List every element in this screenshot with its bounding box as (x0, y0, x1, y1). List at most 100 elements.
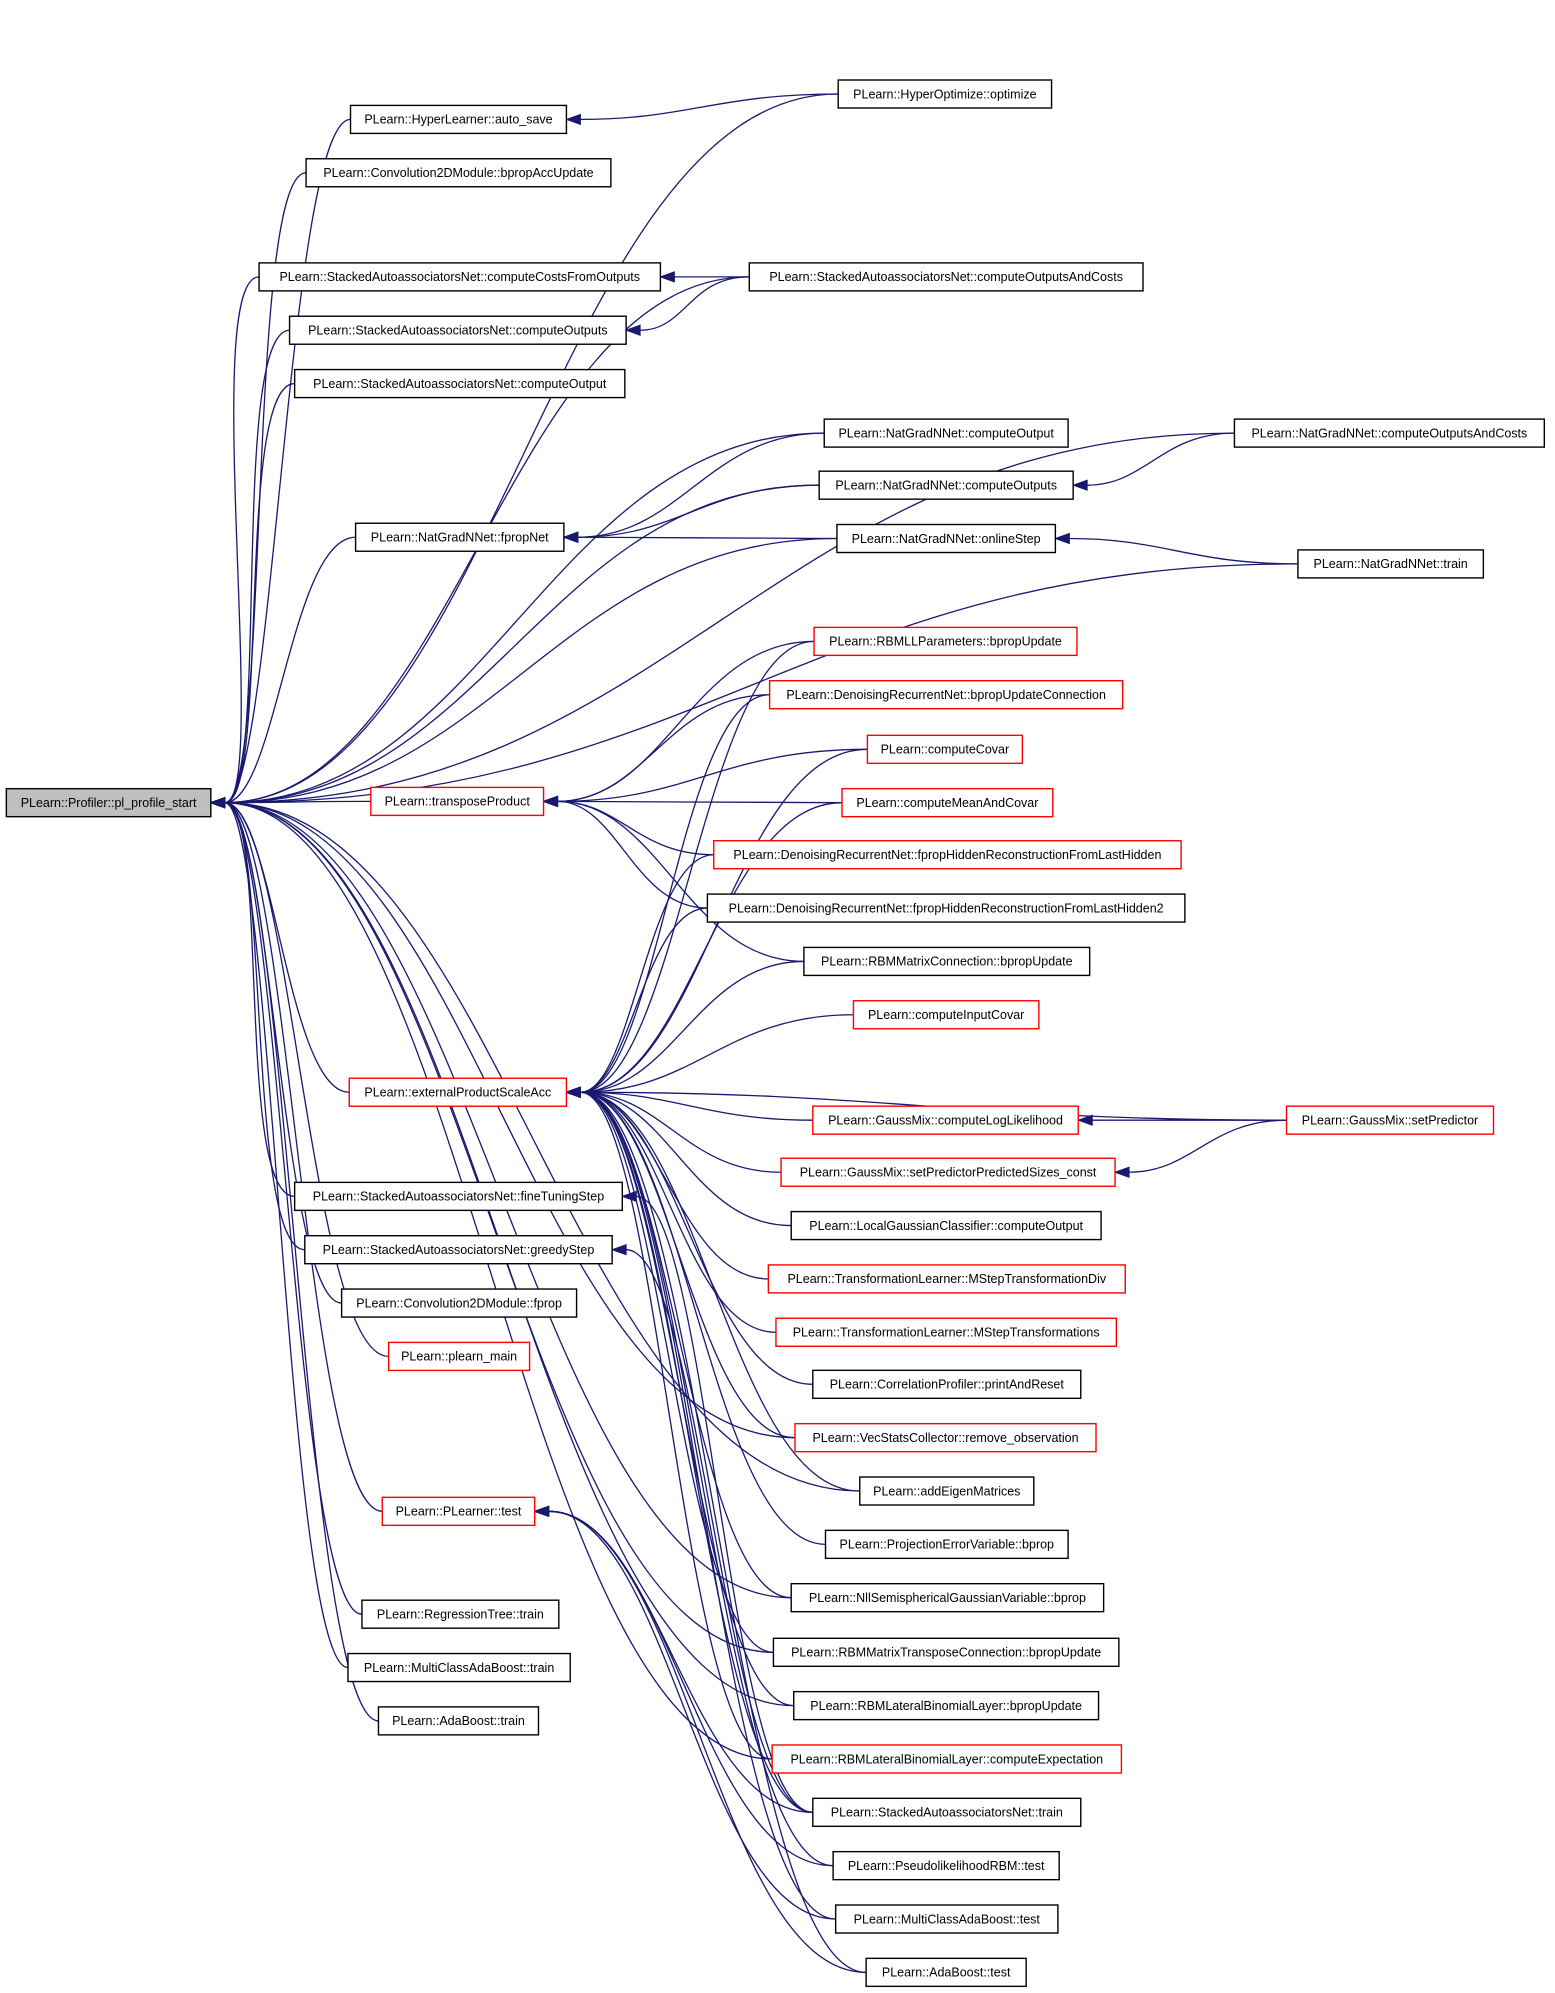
node-box (865, 1957, 1027, 1988)
node-tl-mstep-div[interactable]: PLearn::TransformationLearner::MStepTran… (767, 1264, 1126, 1294)
node-sa-costs-from-outputs[interactable]: PLearn::StackedAutoassociatorsNet::compu… (258, 262, 662, 292)
node-plearner-test[interactable]: PLearn::PLearner::test (381, 1496, 536, 1527)
edge-external-product-to-mcab-test (580, 1091, 836, 1920)
edge-external-product-to-drn-fprop-last2 (580, 907, 708, 1093)
edge-plearner-test-to-prbm-test (548, 1510, 834, 1867)
node-hyper-optimize[interactable]: PLearn::HyperOptimize::optimize (837, 79, 1053, 109)
node-conv-fprop[interactable]: PLearn::Convolution2DModule::fprop (340, 1288, 578, 1318)
node-add-eigen[interactable]: PLearn::addEigenMatrices (859, 1476, 1035, 1506)
node-box (823, 418, 1069, 448)
node-rbmll-bprop[interactable]: PLearn::RBMLLParameters::bpropUpdate (813, 626, 1078, 657)
node-ng-fprop[interactable]: PLearn::NatGradNNet::fpropNet (354, 522, 565, 552)
node-plearn-main[interactable]: PLearn::plearn_main (387, 1341, 531, 1372)
edge-external-product-to-pev-bprop (580, 1091, 826, 1545)
node-tl-mstep[interactable]: PLearn::TransformationLearner::MStepTran… (775, 1317, 1118, 1347)
node-ng-outputs-and-costs[interactable]: PLearn::NatGradNNet::computeOutputsAndCo… (1233, 418, 1546, 448)
arrowhead (1113, 1166, 1130, 1178)
node-conv-bprop[interactable]: PLearn::Convolution2DModule::bpropAccUpd… (305, 158, 612, 188)
edge-root-to-ng-train (224, 563, 1298, 804)
node-transpose-product[interactable]: PLearn::transposeProduct (370, 786, 545, 817)
node-box (1285, 1105, 1495, 1135)
node-box (813, 626, 1078, 657)
node-gm-loglik[interactable]: PLearn::GaussMix::computeLogLikelihood (812, 1105, 1079, 1135)
node-compute-mean-covar[interactable]: PLearn::computeMeanAndCovar (841, 787, 1054, 818)
node-label: PLearn::NllSemisphericalGaussianVariable… (809, 1591, 1086, 1605)
node-rbmmt-bprop[interactable]: PLearn::RBMMatrixTransposeConnection::bp… (772, 1637, 1120, 1668)
edge-root-to-ng-outputs-and-costs (224, 432, 1235, 804)
node-label: PLearn::RBMLateralBinomialLayer::compute… (790, 1752, 1103, 1766)
edge-external-product-to-vsc-remove (580, 1091, 796, 1439)
node-adaboost-train[interactable]: PLearn::AdaBoost::train (377, 1706, 540, 1736)
node-box (812, 1369, 1082, 1400)
edge-transpose-product-to-drn-fprop-last2 (557, 800, 708, 909)
node-lgc-output[interactable]: PLearn::LocalGaussianClassifier::compute… (790, 1210, 1102, 1241)
arrowhead (209, 796, 226, 809)
arrowhead (564, 1086, 581, 1098)
node-label: PLearn::StackedAutoassociatorsNet::greed… (323, 1243, 595, 1257)
edge-external-product-to-rbmll-bprop (580, 640, 815, 1093)
node-vsc-remove[interactable]: PLearn::VecStatsCollector::remove_observ… (794, 1422, 1097, 1453)
node-box (5, 787, 212, 818)
node-compute-covar[interactable]: PLearn::computeCovar (866, 734, 1024, 765)
edge-external-product-to-compute-input-covar (580, 1014, 854, 1093)
node-box (387, 1341, 531, 1372)
node-prbm-test[interactable]: PLearn::PseudolikelihoodRBM::test (832, 1850, 1060, 1881)
node-box (812, 1797, 1082, 1828)
node-compute-input-covar[interactable]: PLearn::computeInputCovar (852, 1000, 1040, 1030)
node-adaboost-test[interactable]: PLearn::AdaBoost::test (865, 1957, 1027, 1988)
node-rbmlb-expect[interactable]: PLearn::RBMLateralBinomialLayer::compute… (771, 1744, 1123, 1774)
node-box (790, 1582, 1105, 1613)
node-corr-print[interactable]: PLearn::CorrelationProfiler::printAndRes… (812, 1369, 1082, 1400)
node-nll-bprop[interactable]: PLearn::NllSemisphericalGaussianVariable… (790, 1582, 1105, 1613)
node-ng-outputs[interactable]: PLearn::NatGradNNet::computeOutputs (818, 470, 1074, 500)
arrowhead (533, 1505, 550, 1518)
node-mcab-test[interactable]: PLearn::MultiClassAdaBoost::test (834, 1904, 1059, 1934)
edge-root-to-conv-fprop (224, 802, 342, 1304)
edge-ng-fprop-to-ng-outputs (577, 484, 820, 538)
edge-external-product-to-rbmlb-expect (580, 1091, 773, 1760)
node-ng-online[interactable]: PLearn::NatGradNNet::onlineStep (836, 523, 1057, 554)
edge-root-to-plearn-main (224, 802, 389, 1358)
node-box (347, 1652, 571, 1683)
node-sa-greedy[interactable]: PLearn::StackedAutoassociatorsNet::greed… (304, 1235, 613, 1265)
node-label: PLearn::NatGradNNet::fpropNet (371, 531, 549, 545)
edge-sa-finetune-to-sa-train (636, 1195, 813, 1813)
node-label: PLearn::RBMMatrixTransposeConnection::bp… (791, 1646, 1101, 1660)
node-sa-finetune[interactable]: PLearn::StackedAutoassociatorsNet::fineT… (293, 1181, 624, 1212)
node-root[interactable]: PLearn::Profiler::pl_profile_start (5, 787, 212, 818)
node-box (293, 1181, 624, 1212)
node-ng-output[interactable]: PLearn::NatGradNNet::computeOutput (823, 418, 1069, 448)
node-box (793, 1690, 1100, 1721)
node-ng-train[interactable]: PLearn::NatGradNNet::train (1297, 549, 1485, 579)
node-label: PLearn::AdaBoost::train (392, 1714, 525, 1728)
node-box (834, 1904, 1059, 1934)
node-drn-fprop-last[interactable]: PLearn::DenoisingRecurrentNet::fpropHidd… (713, 840, 1182, 870)
node-regtree-train[interactable]: PLearn::RegressionTree::train (361, 1599, 560, 1629)
node-label: PLearn::NatGradNNet::onlineStep (852, 532, 1041, 546)
node-drn-bprop-conn[interactable]: PLearn::DenoisingRecurrentNet::bpropUpda… (768, 680, 1124, 710)
edge-hyper-auto-save-to-hyper-optimize (580, 93, 839, 121)
node-rbmmatrix-bprop[interactable]: PLearn::RBMMatrixConnection::bpropUpdate (803, 946, 1091, 977)
node-external-product[interactable]: PLearn::externalProductScaleAcc (348, 1077, 568, 1107)
edge-root-to-ng-fprop (224, 536, 356, 804)
edge-sa-greedy-to-sa-train (626, 1249, 813, 1813)
node-gm-setpred[interactable]: PLearn::GaussMix::setPredictor (1285, 1105, 1495, 1135)
node-sa-outputs-and-costs[interactable]: PLearn::StackedAutoassociatorsNet::compu… (748, 262, 1144, 292)
node-pev-bprop[interactable]: PLearn::ProjectionErrorVariable::bprop (824, 1529, 1069, 1560)
node-label: PLearn::NatGradNNet::computeOutput (838, 426, 1054, 440)
node-label: PLearn::Convolution2DModule::bpropAccUpd… (323, 166, 593, 180)
node-rbmlb-bprop[interactable]: PLearn::RBMLateralBinomialLayer::bpropUp… (793, 1690, 1100, 1721)
node-sa-output[interactable]: PLearn::StackedAutoassociatorsNet::compu… (293, 368, 626, 399)
node-box (706, 893, 1186, 923)
node-gm-setpred-sizes[interactable]: PLearn::GaussMix::setPredictorPredictedS… (780, 1157, 1116, 1187)
edge-ng-outputs-to-ng-outputs-and-costs (1087, 432, 1235, 486)
edge-root-to-hyper-optimize (224, 93, 839, 804)
node-drn-fprop-last2[interactable]: PLearn::DenoisingRecurrentNet::fpropHidd… (706, 893, 1186, 923)
edge-external-product-to-lgc-output (580, 1091, 792, 1227)
node-mcab-train[interactable]: PLearn::MultiClassAdaBoost::train (347, 1652, 571, 1683)
node-label: PLearn::RegressionTree::train (377, 1607, 544, 1621)
node-sa-train[interactable]: PLearn::StackedAutoassociatorsNet::train (812, 1797, 1082, 1828)
node-hyper-auto-save[interactable]: PLearn::HyperLearner::auto_save (349, 104, 568, 135)
edge-ng-online-to-ng-train (1069, 537, 1298, 565)
node-sa-outputs[interactable]: PLearn::StackedAutoassociatorsNet::compu… (288, 315, 627, 345)
